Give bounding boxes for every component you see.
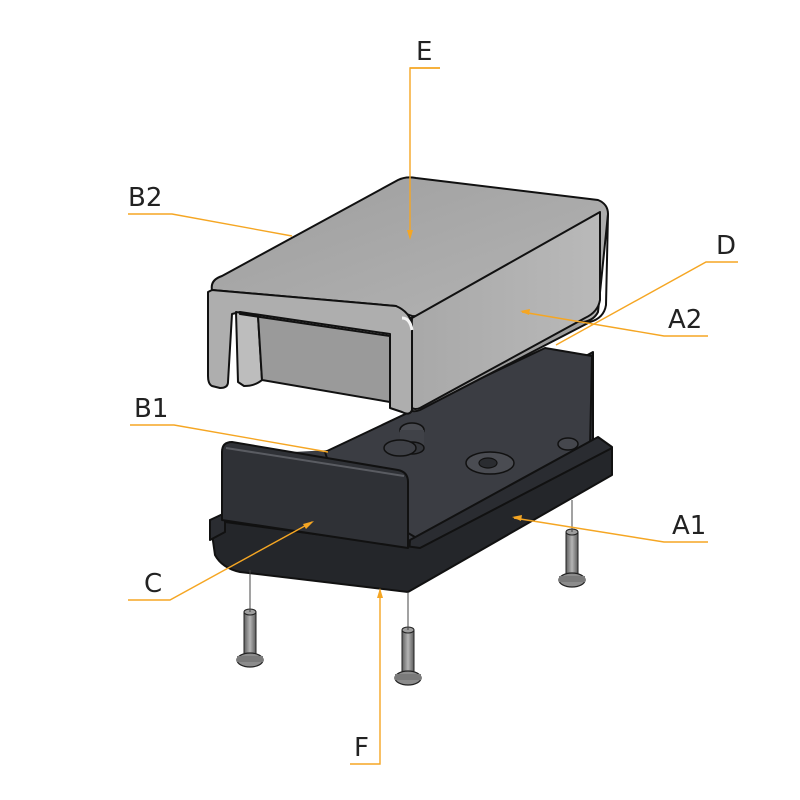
leader-F-line — [350, 590, 381, 765]
lid-inner-channel — [239, 313, 391, 403]
leader-B1-line — [130, 424, 329, 453]
base-bottom-body — [209, 447, 613, 593]
keyhole-slot — [465, 451, 515, 475]
leader-E-line — [409, 67, 440, 236]
screw — [236, 608, 264, 668]
callout-label-C: C — [144, 569, 162, 599]
leader-A2-line — [521, 311, 708, 337]
callout-leaders — [128, 67, 738, 765]
leader-B2-line — [128, 213, 293, 237]
arrowhead-C — [303, 521, 314, 529]
callout-label-B1: B1 — [134, 394, 168, 424]
base-front-wall-rim — [225, 447, 405, 477]
arrowhead-F — [377, 588, 383, 598]
callout-labels: E B2 D A2 B1 A1 C F — [128, 37, 736, 763]
callout-label-A1: A1 — [672, 511, 706, 541]
leader-C-line — [128, 521, 313, 601]
callout-label-E: E — [416, 37, 432, 67]
callout-label-B2: B2 — [128, 183, 162, 213]
lid-front-leg — [207, 289, 413, 415]
arrowhead-A1 — [512, 515, 522, 521]
callout-label-D: D — [716, 231, 736, 261]
mounting-boss — [383, 422, 579, 457]
leader-A1-line — [513, 517, 708, 543]
leader-D-line — [555, 261, 738, 346]
arrowhead-A2 — [520, 309, 530, 315]
screw — [394, 626, 422, 686]
callout-label-F: F — [354, 733, 369, 763]
base-housing — [209, 347, 613, 593]
lid-edge-highlight — [401, 316, 414, 331]
arrowhead-E — [407, 230, 413, 240]
lid-cover — [207, 176, 609, 415]
screws — [236, 500, 586, 686]
callout-label-A2: A2 — [668, 305, 702, 335]
screw — [558, 528, 586, 588]
